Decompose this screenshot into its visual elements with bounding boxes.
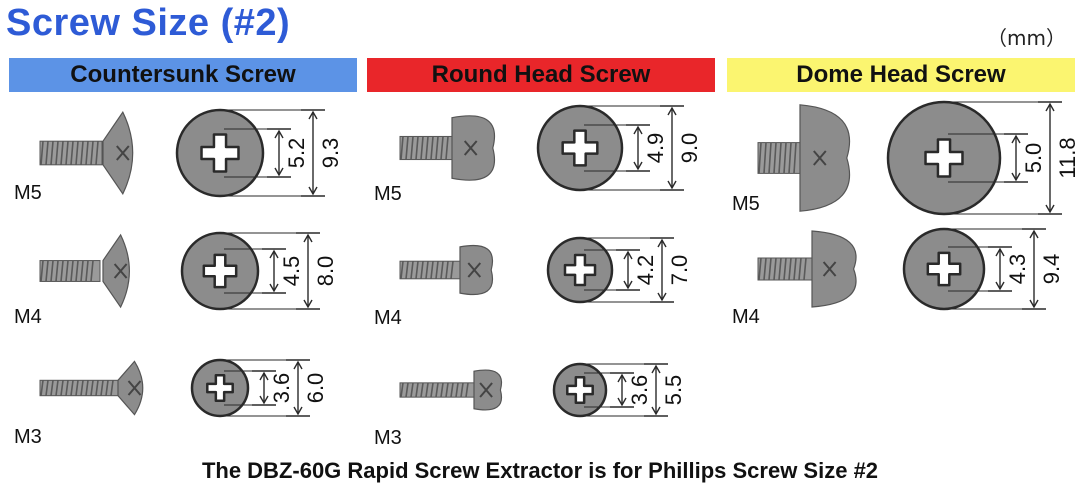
footer-note: The DBZ-60G Rapid Screw Extractor is for… <box>201 458 879 483</box>
outer-dimension-label: 5.5 <box>661 375 686 406</box>
dome-screw-m5: M5 5.0 11.8 <box>732 100 1080 216</box>
inner-dimension-label: 4.2 <box>633 255 658 286</box>
screw-size-label: M5 <box>14 182 42 204</box>
screw-size-label: M3 <box>14 426 42 448</box>
outer-dimension-label: 7.0 <box>667 255 692 286</box>
outer-dimension-label: 8.0 <box>313 256 338 287</box>
screw-size-label: M4 <box>374 307 402 329</box>
screw-size-label: M4 <box>14 306 42 328</box>
countersunk-screw-m4: M4 4.5 8.0 <box>14 231 338 328</box>
inner-dimension-label: 4.5 <box>279 256 304 287</box>
inner-dimension-label: 4.3 <box>1005 254 1030 285</box>
screw-size-label: M3 <box>374 427 402 449</box>
dome-screw-m4: M4 4.3 9.4 <box>732 227 1064 328</box>
inner-dimension-label: 4.9 <box>643 133 668 164</box>
round-screw-m3: M3 3.6 5.5 <box>374 362 686 449</box>
header-dome-head: Dome Head Screw <box>727 58 1075 92</box>
round-screw-m4: M4 4.2 7.0 <box>374 236 692 329</box>
inner-dimension-label: 3.6 <box>269 373 294 404</box>
outer-dimension-label: 9.3 <box>318 138 343 169</box>
page-title: Screw Size (#2) <box>6 2 291 44</box>
screw-size-label: M4 <box>732 306 760 328</box>
outer-dimension-label: 6.0 <box>303 373 328 404</box>
outer-dimension-label: 9.0 <box>677 133 702 164</box>
outer-dimension-label: 11.8 <box>1055 137 1080 178</box>
screw-size-label: M5 <box>374 183 402 205</box>
outer-dimension-label: 9.4 <box>1039 254 1064 285</box>
inner-dimension-label: 3.6 <box>627 375 652 406</box>
countersunk-screw-m3: M3 3.6 6.0 <box>14 358 328 448</box>
unit-label: （mm） <box>987 26 1066 50</box>
screw-size-label: M5 <box>732 193 760 215</box>
countersunk-screw-m5: M5 5.2 9.3 <box>14 108 343 204</box>
header-round-head: Round Head Screw <box>367 58 715 92</box>
inner-dimension-label: 5.2 <box>284 138 309 169</box>
header-countersunk: Countersunk Screw <box>9 58 357 92</box>
inner-dimension-label: 5.0 <box>1021 143 1046 174</box>
round-screw-m5: M5 4.9 9.0 <box>374 104 702 205</box>
